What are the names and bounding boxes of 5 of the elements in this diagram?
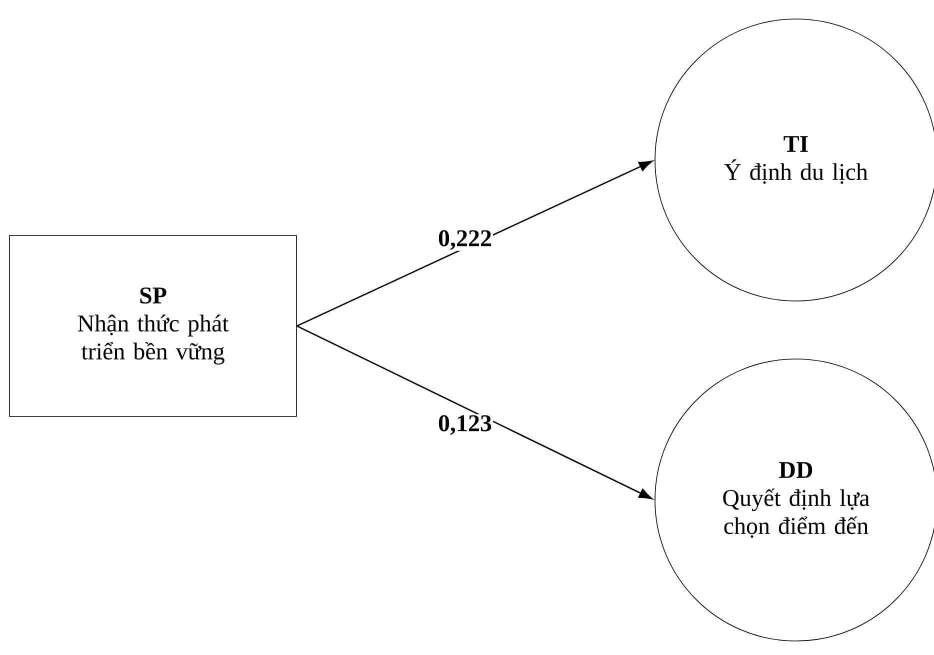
concept-box: SP Nhận thức phát triển bền vững — [9, 235, 297, 417]
edge-label: 0,123 — [437, 414, 493, 436]
arrow — [296, 160, 652, 327]
arrow — [296, 325, 652, 500]
edge-label: 0,222 — [437, 229, 493, 251]
